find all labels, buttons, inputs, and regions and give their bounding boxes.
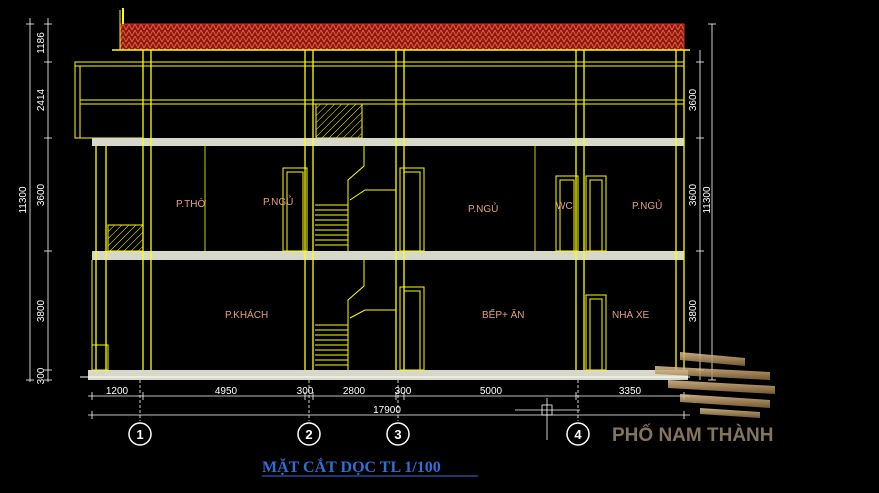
- logo-building-icon: [655, 352, 775, 418]
- bottom-dimensions: 1200 4950 300 2800 300 5000 3350 17900: [88, 386, 690, 440]
- dim-300-a: 300: [297, 386, 314, 397]
- dim-1200: 1200: [106, 386, 129, 397]
- company-logo: PHỐ NAM THÀNH: [612, 352, 775, 446]
- room-bep-an: BẾP+ ĂN: [482, 308, 525, 321]
- roof: [112, 8, 690, 51]
- room-p-ngu-3: P.NGỦ: [632, 199, 662, 212]
- staircase: [315, 146, 396, 370]
- dim-5000: 5000: [480, 386, 503, 397]
- doors: [282, 167, 607, 371]
- room-labels: P.THỜ P.NGỦ P.NGỦ WC P.NGỦ P.KHÁCH BẾP+ …: [176, 195, 662, 321]
- partitions: [204, 146, 536, 251]
- dim-3350: 3350: [619, 386, 642, 397]
- room-wc: WC: [556, 201, 573, 212]
- drawing-title: MẶT CẮT DỌC TL 1/100: [262, 457, 441, 476]
- right-dimensions: 3600 3600 3800 11300: [688, 23, 716, 381]
- dim-right-total: 11300: [702, 186, 713, 214]
- dim-right-bot: 3800: [688, 299, 699, 322]
- dim-4950: 4950: [215, 386, 238, 397]
- dim-300-b: 300: [395, 386, 412, 397]
- dim-left-base: 300: [36, 367, 47, 384]
- dim-left-total: 11300: [18, 186, 29, 214]
- room-p-ngu-1: P.NGỦ: [263, 195, 293, 208]
- attic-level: [74, 61, 684, 139]
- floor-slabs: [80, 138, 690, 380]
- dim-right-mid: 3600: [688, 183, 699, 206]
- left-dimensions: 1186 2414 3600 3800 300 11300: [18, 18, 52, 384]
- dim-total: 17900: [373, 405, 401, 416]
- room-p-tho: P.THỜ: [176, 197, 206, 210]
- room-nha-xe: NHÀ XE: [612, 308, 650, 321]
- axis-3: 3: [394, 427, 401, 442]
- dim-2800: 2800: [343, 386, 366, 397]
- dim-left-attic: 2414: [36, 88, 47, 111]
- dim-left-floor2: 3600: [36, 183, 47, 206]
- axis-1: 1: [136, 427, 143, 442]
- room-p-ngu-2: P.NGỦ: [468, 202, 498, 215]
- dim-left-floor1: 3800: [36, 299, 47, 322]
- axis-2: 2: [305, 427, 312, 442]
- axis-4: 4: [574, 427, 582, 442]
- columns: [95, 50, 685, 370]
- room-p-khach: P.KHÁCH: [225, 308, 268, 321]
- dim-left-roof: 1186: [36, 32, 47, 54]
- logo-text: PHỐ NAM THÀNH: [612, 424, 774, 446]
- axis-markers: 1 2 3 4: [128, 380, 590, 446]
- front-porch: [91, 224, 144, 371]
- dim-right-top: 3600: [688, 88, 699, 111]
